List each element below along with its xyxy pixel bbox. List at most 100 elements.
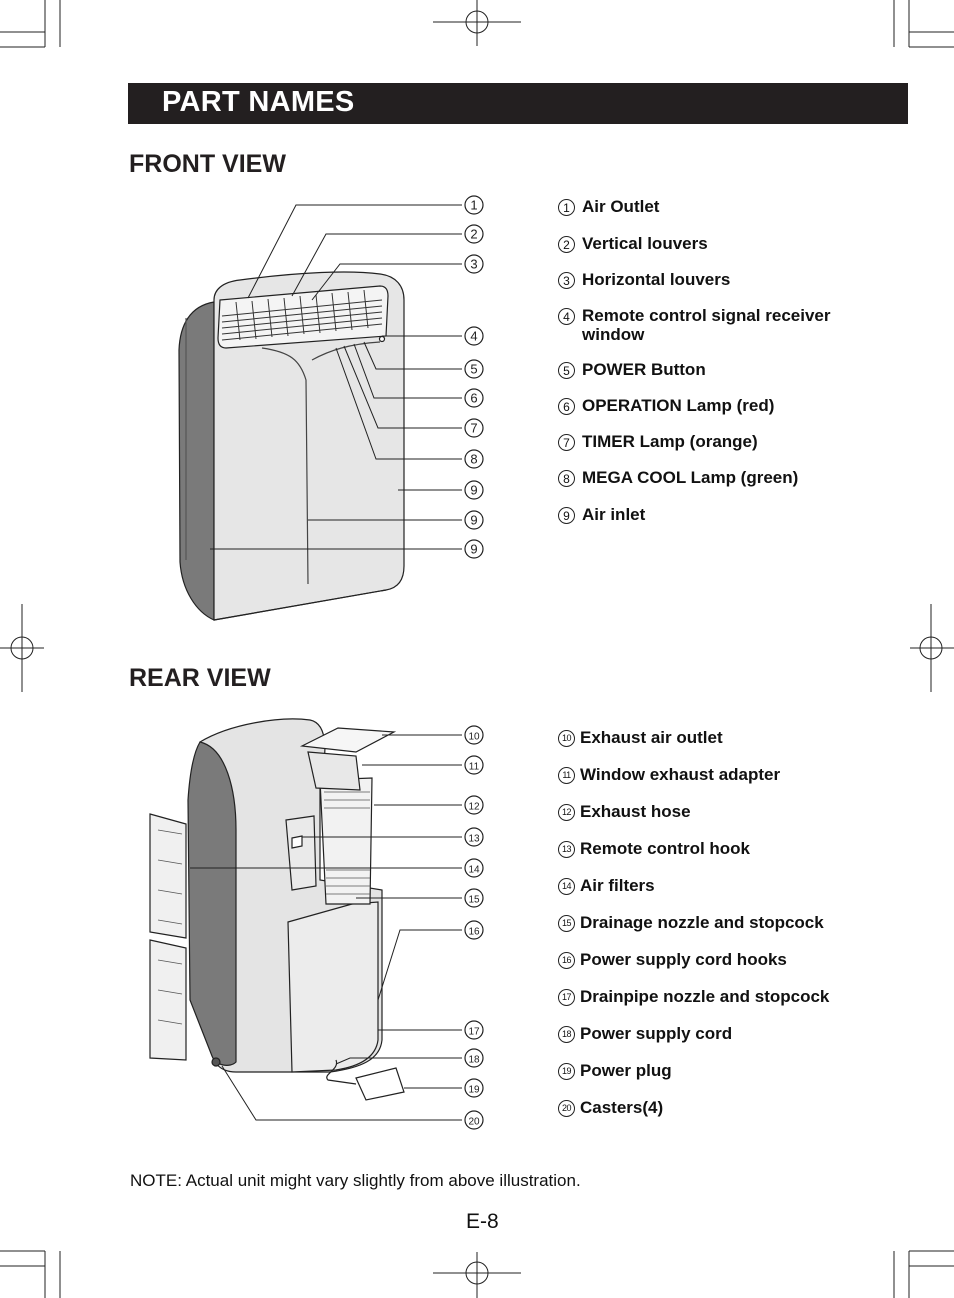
page-title: PART NAMES — [162, 86, 355, 118]
item-label: MEGA COOL Lamp (green) — [582, 468, 799, 487]
rear-callout-11: 11 — [464, 755, 484, 775]
svg-text:10: 10 — [468, 732, 480, 743]
svg-text:9: 9 — [470, 542, 477, 557]
svg-text:2: 2 — [470, 227, 477, 242]
rear-callout-14: 14 — [464, 858, 484, 878]
item-label: Window exhaust adapter — [580, 765, 781, 784]
svg-text:13: 13 — [468, 834, 480, 845]
item-label: Drainage nozzle and stopcock — [580, 913, 824, 932]
item-number: 7 — [558, 434, 575, 451]
rear-callout-20: 20 — [464, 1110, 484, 1130]
front-callout-3: 3 — [464, 254, 484, 274]
item-label: Air inlet — [582, 505, 646, 524]
rear-callout-19: 19 — [464, 1078, 484, 1098]
svg-text:5: 5 — [470, 362, 477, 377]
svg-text:14: 14 — [468, 865, 480, 876]
item-number: 6 — [558, 398, 575, 415]
item-number: 15 — [558, 915, 575, 932]
front-legend-item: 8 MEGA COOL Lamp (green) — [558, 468, 798, 487]
svg-text:20: 20 — [468, 1117, 480, 1128]
svg-text:3: 3 — [470, 257, 477, 272]
item-number: 10 — [558, 730, 575, 747]
item-number: 14 — [558, 878, 575, 895]
rear-callout-10: 10 — [464, 725, 484, 745]
rear-callout-16: 16 — [464, 920, 484, 940]
front-callout-8: 8 — [464, 449, 484, 469]
item-number: 9 — [558, 507, 575, 524]
rear-callout-12: 12 — [464, 795, 484, 815]
front-callout-2: 2 — [464, 224, 484, 244]
svg-text:4: 4 — [470, 329, 477, 344]
item-number: 13 — [558, 841, 575, 858]
item-number: 3 — [558, 272, 575, 289]
item-number: 11 — [558, 767, 575, 784]
rear-legend-item: 10 Exhaust air outlet — [558, 728, 723, 747]
item-label: Exhaust air outlet — [580, 728, 723, 747]
item-label: POWER Button — [582, 360, 706, 379]
item-number: 2 — [558, 236, 575, 253]
front-callout-1: 1 — [464, 195, 484, 215]
rear-legend-item: 15 Drainage nozzle and stopcock — [558, 913, 824, 932]
front-view-heading: FRONT VIEW — [129, 150, 286, 178]
rear-callout-13: 13 — [464, 827, 484, 847]
item-label: OPERATION Lamp (red) — [582, 396, 775, 415]
item-label: Power supply cord — [580, 1024, 733, 1043]
item-number: 4 — [558, 308, 575, 325]
front-legend-item: 9 Air inlet — [558, 505, 645, 524]
item-label: Power supply cord hooks — [580, 950, 787, 969]
svg-text:1: 1 — [470, 198, 477, 213]
item-number: 17 — [558, 989, 575, 1006]
svg-text:17: 17 — [468, 1027, 480, 1038]
svg-text:11: 11 — [469, 762, 480, 773]
rear-legend-item: 12 Exhaust hose — [558, 802, 691, 821]
item-number: 18 — [558, 1026, 575, 1043]
front-callout-9: 9 — [464, 539, 484, 559]
rear-callout-15: 15 — [464, 888, 484, 908]
item-label: Horizontal louvers — [582, 270, 731, 289]
item-label: Exhaust hose — [580, 802, 691, 821]
svg-text:6: 6 — [470, 391, 477, 406]
rear-legend-item: 17 Drainpipe nozzle and stopcock — [558, 987, 829, 1006]
svg-text:12: 12 — [468, 802, 480, 813]
svg-text:9: 9 — [470, 513, 477, 528]
svg-text:8: 8 — [470, 452, 477, 467]
front-callout-7: 7 — [464, 418, 484, 438]
item-number: 5 — [558, 362, 575, 379]
item-label: Air filters — [580, 876, 655, 895]
illustration-note: NOTE: Actual unit might vary slightly fr… — [130, 1171, 581, 1190]
rear-callout-17: 17 — [464, 1020, 484, 1040]
item-label: Drainpipe nozzle and stopcock — [580, 987, 830, 1006]
item-number: 19 — [558, 1063, 575, 1080]
item-label: Remote control hook — [580, 839, 751, 858]
rear-legend-item: 13 Remote control hook — [558, 839, 750, 858]
front-callout-9: 9 — [464, 480, 484, 500]
item-label: Casters(4) — [580, 1098, 664, 1117]
item-number: 8 — [558, 470, 575, 487]
rear-legend-item: 18 Power supply cord — [558, 1024, 732, 1043]
item-number: 12 — [558, 804, 575, 821]
item-label: Remote control signal receiver window — [582, 306, 831, 344]
front-legend-item: 6 OPERATION Lamp (red) — [558, 396, 774, 415]
rear-callout-18: 18 — [464, 1048, 484, 1068]
rear-legend-item: 14 Air filters — [558, 876, 655, 895]
front-callout-9: 9 — [464, 510, 484, 530]
item-number: 20 — [558, 1100, 575, 1117]
svg-text:18: 18 — [468, 1055, 480, 1066]
item-label: TIMER Lamp (orange) — [582, 432, 758, 451]
front-callout-5: 5 — [464, 359, 484, 379]
svg-text:19: 19 — [468, 1085, 480, 1096]
rear-view-heading: REAR VIEW — [129, 664, 271, 692]
front-legend-item: 4 Remote control signal receiver window — [558, 306, 852, 344]
rear-legend-item: 11 Window exhaust adapter — [558, 765, 780, 784]
title-bar — [128, 83, 908, 124]
page-number: E-8 — [466, 1210, 499, 1233]
item-number: 1 — [558, 199, 575, 216]
front-legend-item: 5 POWER Button — [558, 360, 706, 379]
